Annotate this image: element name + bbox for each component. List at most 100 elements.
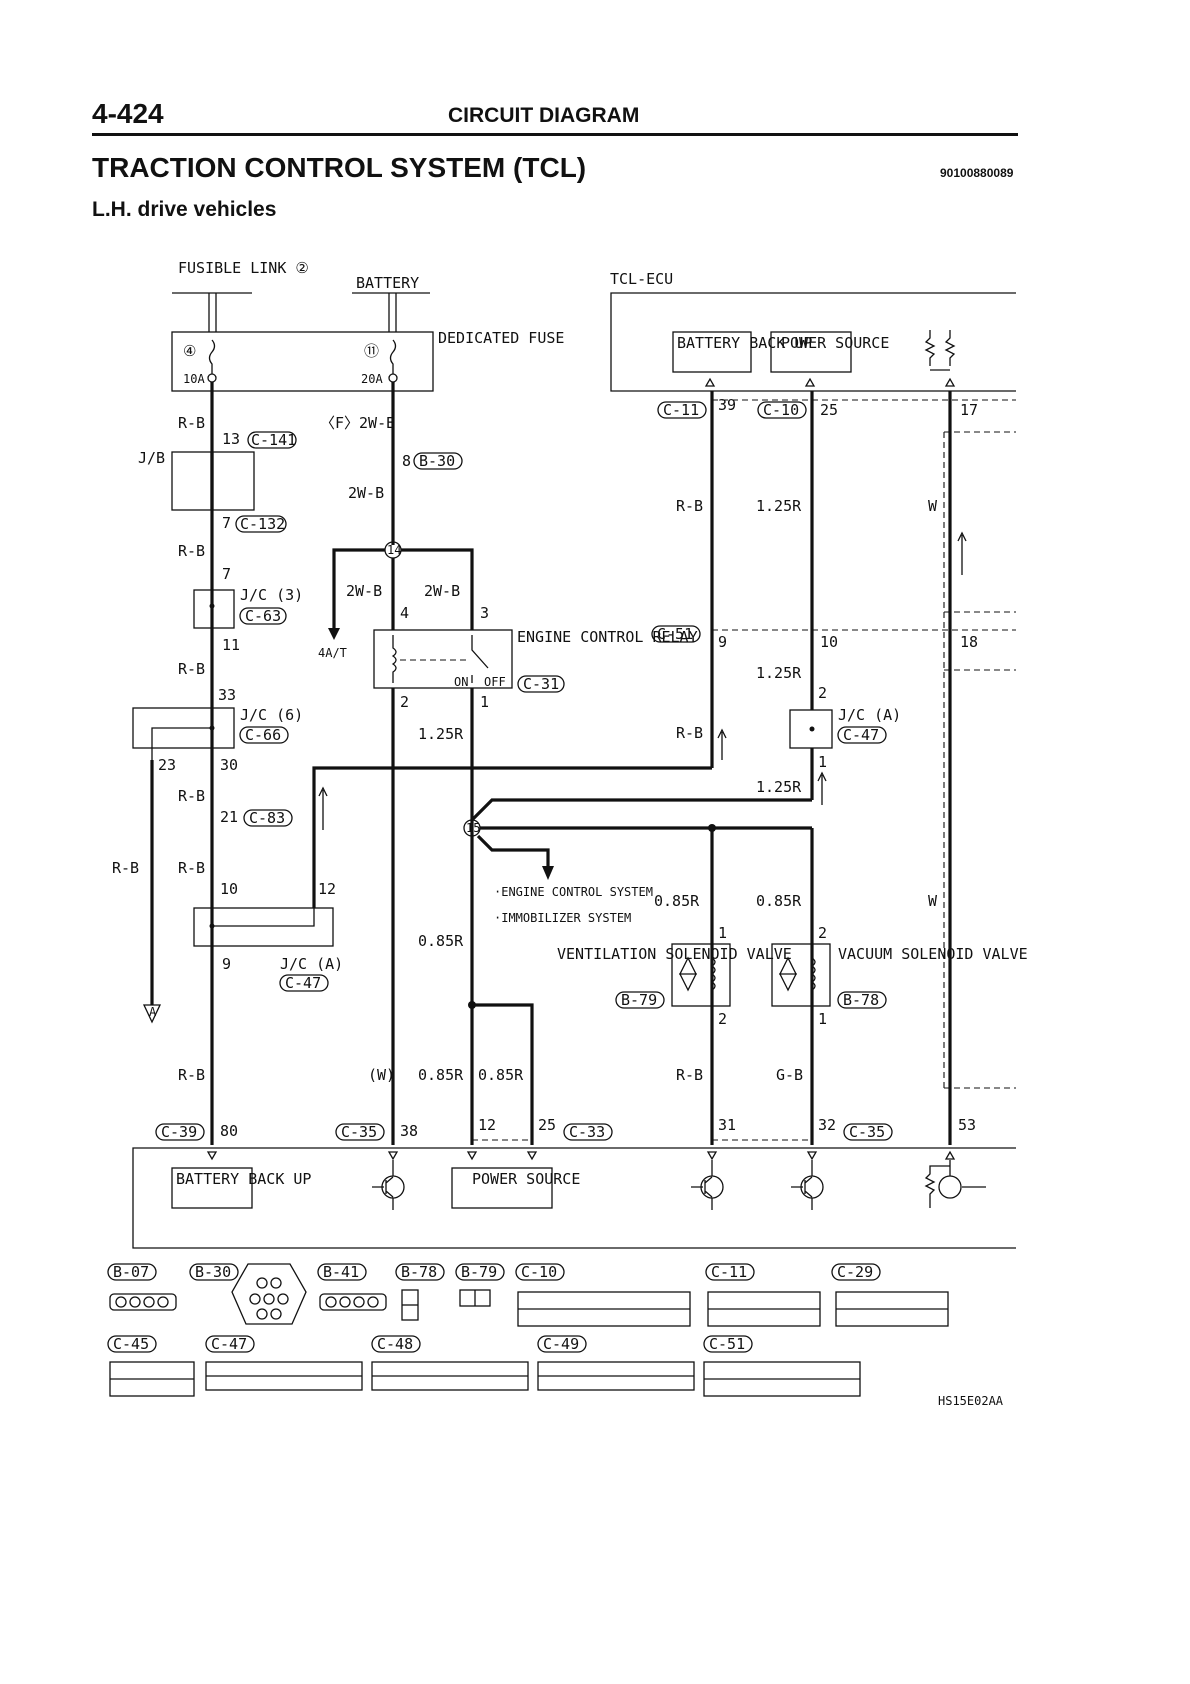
wire-to-at bbox=[332, 548, 385, 630]
wire-label-2wb-2: 2W-B bbox=[346, 582, 382, 600]
pin-80: 80 bbox=[220, 1122, 238, 1140]
jca-right-node bbox=[809, 726, 815, 732]
svg-text:C-35: C-35 bbox=[341, 1123, 377, 1141]
svg-text:B-07: B-07 bbox=[113, 1263, 149, 1281]
current-arrow-1-head bbox=[318, 786, 328, 797]
current-arrow-3-head bbox=[817, 771, 827, 782]
connector-c33: C-33 bbox=[563, 1123, 613, 1141]
wire-label-rb-7: R-B bbox=[178, 1066, 205, 1084]
connector-face-c11: C-11 bbox=[705, 1263, 821, 1327]
transistor-38 bbox=[372, 1160, 405, 1210]
ecu-power-source-label: POWER SOURCE bbox=[781, 334, 889, 352]
fusible-link-label: FUSIBLE LINK ② bbox=[178, 259, 309, 277]
ecu-pin-25-mark bbox=[804, 377, 816, 387]
engine-control-system-label: ·ENGINE CONTROL SYSTEM bbox=[494, 885, 653, 899]
connector-face-c51: C-51 bbox=[703, 1335, 861, 1397]
jc3-box bbox=[193, 589, 235, 629]
ventilation-valve-label: VENTILATION SOLENOID VALVE bbox=[557, 945, 792, 963]
pin-4: 4 bbox=[400, 604, 409, 622]
jc3-node bbox=[209, 603, 215, 609]
vacuum-valve-label: VACUUM SOLENOID VALVE bbox=[838, 945, 1028, 963]
pin-39: 39 bbox=[718, 396, 736, 414]
svg-text:C-83: C-83 bbox=[249, 809, 285, 827]
fuse-11-number: ⑪ bbox=[364, 342, 379, 360]
wire-label-rb-5: R-B bbox=[112, 859, 139, 877]
pin-21: 21 bbox=[220, 808, 238, 826]
pin-9-a: 9 bbox=[222, 955, 231, 973]
document-code: 90100880089 bbox=[940, 166, 1014, 180]
connector-face-c29: C-29 bbox=[831, 1263, 949, 1327]
svg-text:C-10: C-10 bbox=[763, 401, 799, 419]
ground-a-label: A bbox=[149, 1005, 157, 1019]
pin-9-b: 9 bbox=[718, 633, 727, 651]
pin-10-a: 10 bbox=[220, 880, 238, 898]
ecu-pin-17-mark bbox=[944, 377, 956, 387]
pin-23: 23 bbox=[158, 756, 176, 774]
pin-33: 33 bbox=[218, 686, 236, 704]
wire-label-125r-2: 1.25R bbox=[756, 497, 802, 515]
wire-label-w-paren: (W) bbox=[368, 1066, 395, 1084]
header-rule bbox=[92, 133, 1018, 136]
pin-32: 32 bbox=[818, 1116, 836, 1134]
wire-label-rb-9: R-B bbox=[676, 724, 703, 742]
connector-b78: B-78 bbox=[837, 991, 887, 1009]
pin-25-b: 25 bbox=[538, 1116, 556, 1134]
jca-right-label: J/C (A) bbox=[838, 706, 901, 724]
svg-text:B-79: B-79 bbox=[621, 991, 657, 1009]
wire-label-w-2: W bbox=[928, 892, 938, 910]
wire-label-f2wb: 〈F〉2W-B bbox=[320, 414, 395, 432]
svg-text:C-51: C-51 bbox=[657, 625, 693, 643]
svg-text:C-33: C-33 bbox=[569, 1123, 605, 1141]
svg-text:C-48: C-48 bbox=[377, 1335, 413, 1353]
ground-a-symbol bbox=[142, 1004, 162, 1024]
fuse-4-number: ④ bbox=[183, 342, 196, 360]
immobilizer-system-label: ·IMMOBILIZER SYSTEM bbox=[494, 911, 631, 925]
ventilation-valve-coil bbox=[710, 950, 716, 1000]
battery-label: BATTERY bbox=[356, 274, 419, 292]
svg-text:C-35: C-35 bbox=[849, 1123, 885, 1141]
pin-38-mark bbox=[387, 1151, 399, 1161]
connector-face-b79: B-79 bbox=[455, 1263, 505, 1307]
fuse-4-terminal bbox=[207, 373, 217, 383]
wire-j15-upper bbox=[470, 798, 812, 822]
pin-1-b: 1 bbox=[818, 753, 827, 771]
ecu-power-source-box bbox=[770, 331, 852, 373]
svg-text:C-39: C-39 bbox=[161, 1123, 197, 1141]
ecu-bottom-power-source-box bbox=[451, 1167, 553, 1209]
ecu-pin-39-mark bbox=[704, 377, 716, 387]
wire-label-125r-3: 1.25R bbox=[756, 664, 802, 682]
pin-18: 18 bbox=[960, 633, 978, 651]
jc3-label: J/C (3) bbox=[240, 586, 303, 604]
relay-coil bbox=[391, 635, 397, 683]
wire-jc6-branch bbox=[151, 727, 212, 760]
jca-left-node bbox=[209, 923, 215, 929]
current-arrow-2-head bbox=[717, 728, 727, 739]
pin-11-a: 11 bbox=[222, 636, 240, 654]
svg-text:C-49: C-49 bbox=[543, 1335, 579, 1353]
pin-1-a: 1 bbox=[480, 693, 489, 711]
pin-10-b: 10 bbox=[820, 633, 838, 651]
pin-30: 30 bbox=[220, 756, 238, 774]
pin-80-mark bbox=[206, 1151, 218, 1161]
ecu-battery-backup-label: BATTERY BACK UP bbox=[677, 334, 812, 352]
ventilation-valve-symbol bbox=[678, 956, 698, 992]
jca-left-label: J/C (A) bbox=[280, 955, 343, 973]
wire-label-085r-1: 0.85R bbox=[418, 932, 464, 950]
relay-on-label: ON bbox=[454, 675, 468, 689]
svg-text:C-132: C-132 bbox=[240, 515, 285, 533]
connector-face-b41: B-41 bbox=[317, 1263, 387, 1311]
wire-label-rb-6: R-B bbox=[178, 859, 205, 877]
connector-b30: B-30 bbox=[413, 452, 463, 470]
diagram-subtitle: L.H. drive vehicles bbox=[92, 198, 277, 221]
connector-face-c49: C-49 bbox=[537, 1335, 695, 1391]
svg-text:C-10: C-10 bbox=[521, 1263, 557, 1281]
svg-text:B-79: B-79 bbox=[461, 1263, 497, 1281]
svg-text:C-31: C-31 bbox=[523, 675, 559, 693]
wire-label-2wb-1: 2W-B bbox=[348, 484, 384, 502]
wire-label-2wb-3: 2W-B bbox=[424, 582, 460, 600]
junction-15-label: 15 bbox=[466, 821, 480, 835]
svg-text:B-30: B-30 bbox=[195, 1263, 231, 1281]
svg-text:C-11: C-11 bbox=[711, 1263, 747, 1281]
at-label: 4A/T bbox=[318, 646, 347, 660]
